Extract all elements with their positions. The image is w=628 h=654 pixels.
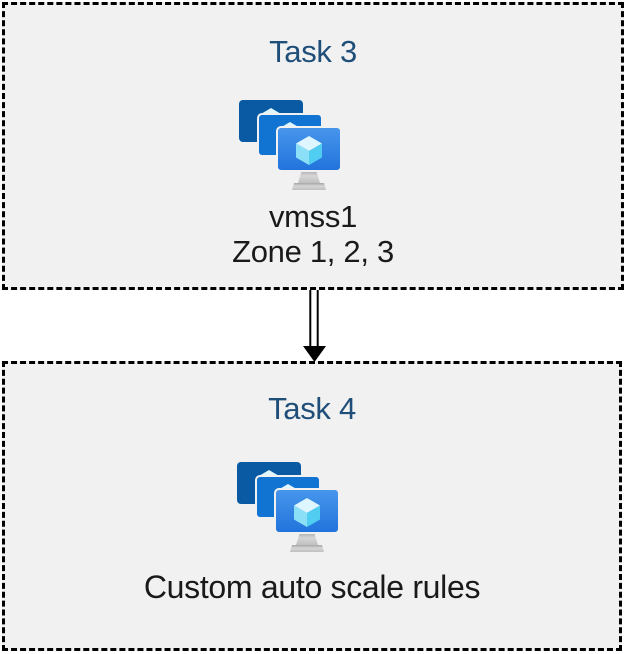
- cube-front: [296, 136, 322, 165]
- autoscale-label: Custom auto scale rules: [143, 569, 481, 605]
- zones-label: Zone 1, 2, 3: [232, 234, 394, 269]
- task4-caption: Custom auto scale rules: [5, 568, 619, 606]
- cube-front: [294, 498, 320, 527]
- task4-title: Task 4: [268, 391, 356, 426]
- task3-box: Task 3: [2, 2, 624, 290]
- vm-scale-sets-icon: [239, 100, 341, 190]
- task3-caption: vmss1 Zone 1, 2, 3: [5, 199, 621, 269]
- vmss-name-label: vmss1: [268, 199, 358, 234]
- down-arrow: [303, 290, 326, 362]
- task4-box: Task 4: [2, 361, 622, 651]
- vm-scale-sets-icon: [237, 462, 339, 552]
- task3-title: Task 3: [269, 34, 357, 69]
